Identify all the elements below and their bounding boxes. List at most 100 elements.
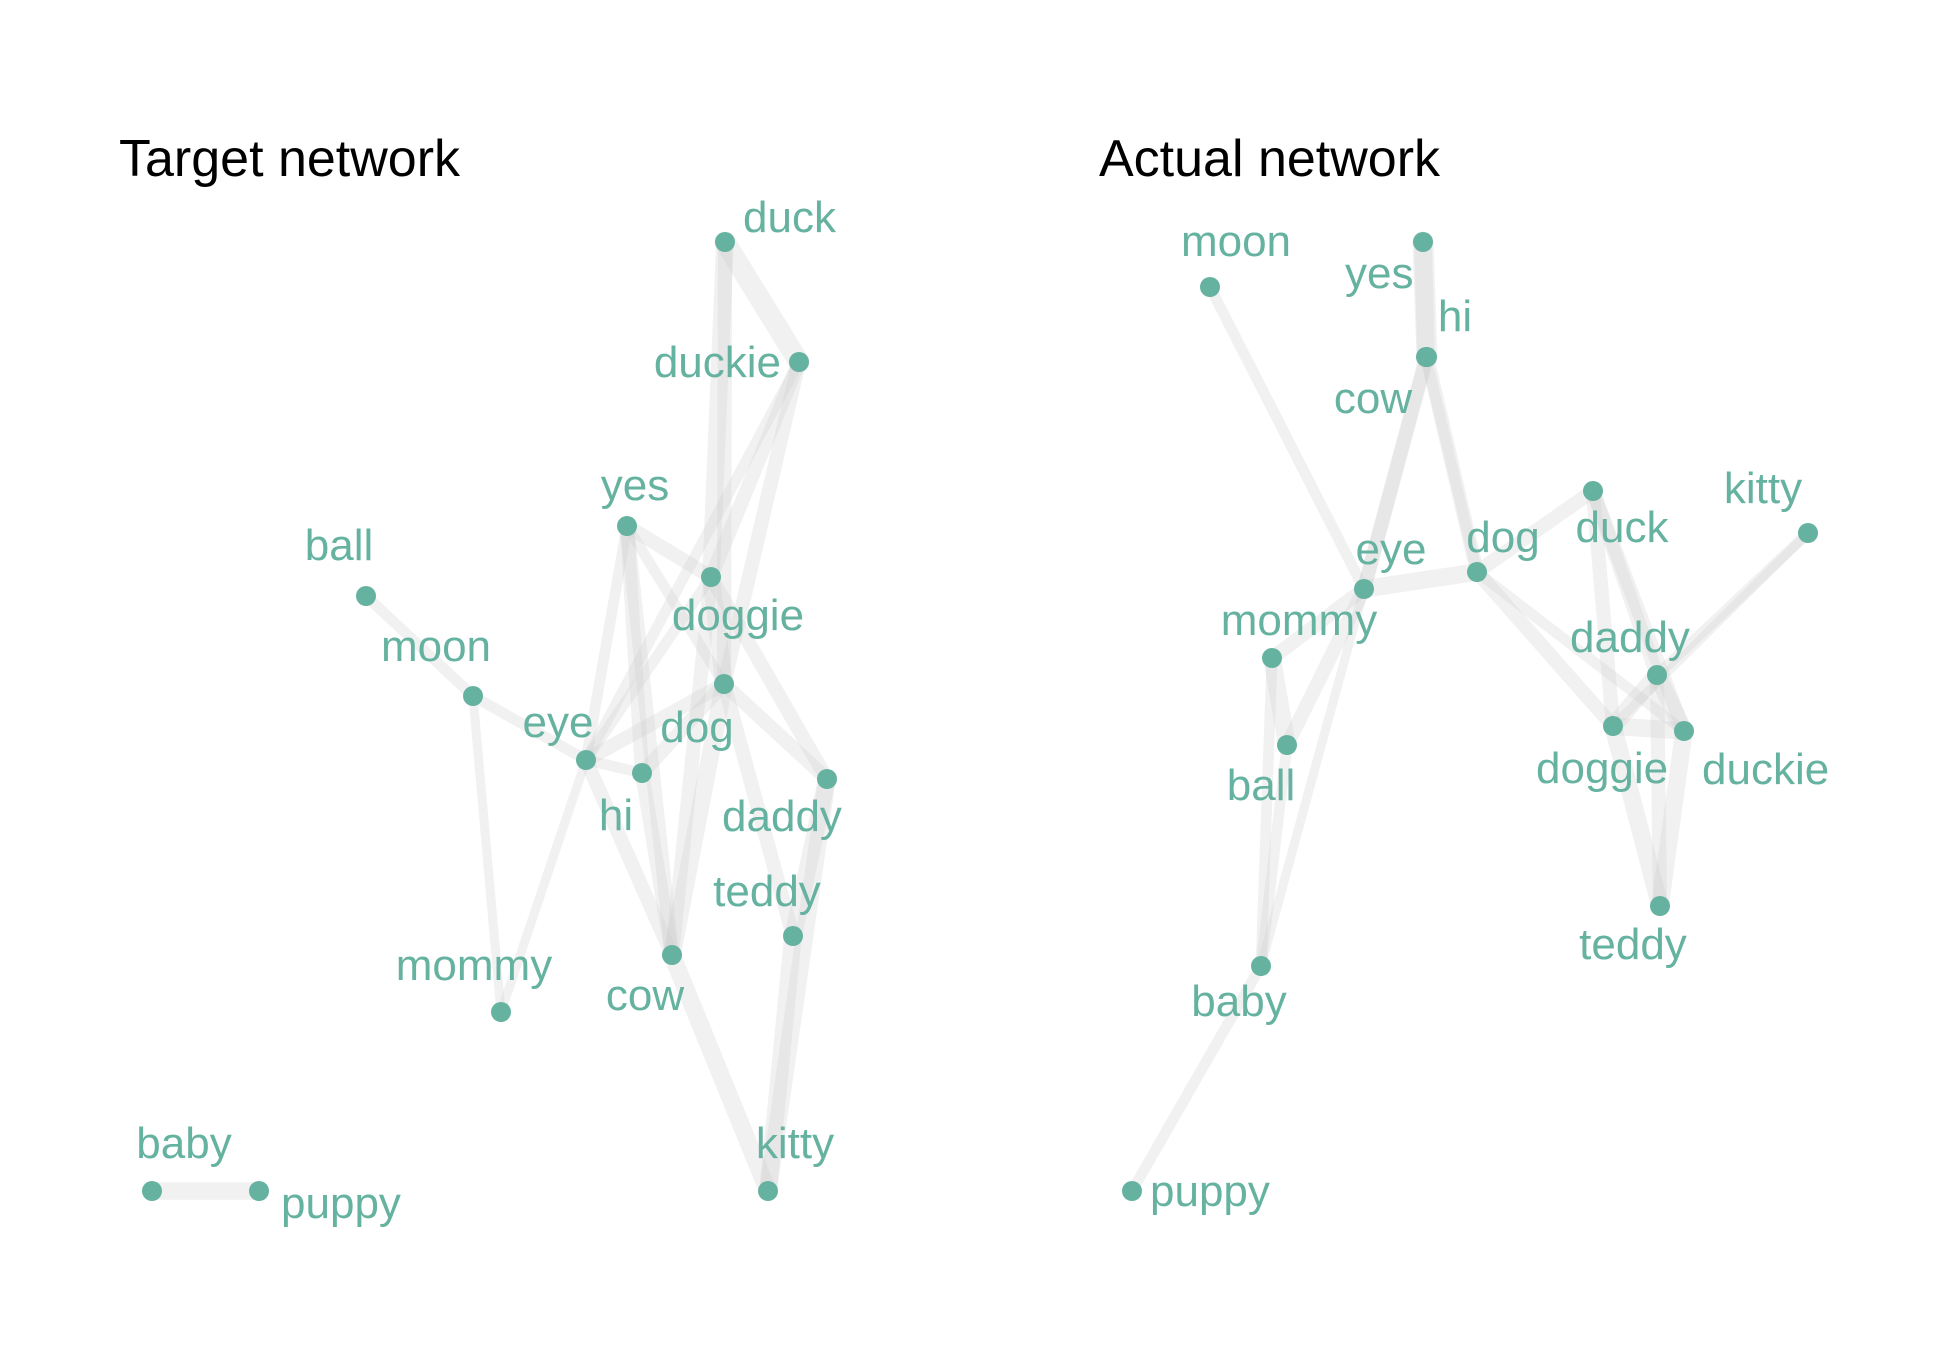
actual-node-dot-daddy <box>1647 665 1667 685</box>
actual-node-dot-yes <box>1413 232 1433 252</box>
target-node-dot-yes <box>617 516 637 536</box>
target-node-duck: duck <box>715 193 837 252</box>
actual-node-label-yes: yes <box>1345 249 1413 298</box>
actual-edge-yes-cow <box>1414 233 1435 366</box>
target-node-dot-puppy <box>249 1181 269 1201</box>
actual-edge-dog-duckie <box>1471 566 1690 737</box>
actual-node-dog: dog <box>1466 513 1540 582</box>
actual-node-daddy: daddy <box>1570 613 1690 685</box>
actual-edge-eye-mommy <box>1264 581 1372 666</box>
target-node-dot-moon <box>463 686 483 706</box>
target-node-hi: hi <box>599 763 652 840</box>
actual-edge-cow-eye <box>1356 349 1434 597</box>
actual-node-label-duck: duck <box>1576 503 1670 552</box>
actual-node-doggie: doggie <box>1536 716 1668 793</box>
target-edge-daddy-teddy <box>784 770 836 945</box>
target-node-dot-doggie <box>701 567 721 587</box>
actual-node-label-baby: baby <box>1191 977 1286 1026</box>
actual-node-dot-teddy <box>1650 896 1670 916</box>
target-edge-duck-duckie <box>714 231 810 373</box>
target-node-label-daddy: daddy <box>722 792 842 841</box>
target-node-dot-eye <box>576 750 596 770</box>
actual-node-label-duckie: duckie <box>1702 745 1829 794</box>
actual-edges <box>1126 231 1814 1197</box>
target-node-label-baby: baby <box>136 1119 231 1168</box>
actual-node-label-hi: hi <box>1438 292 1472 341</box>
target-edge-doggie-eye <box>580 571 717 766</box>
target-node-doggie: doggie <box>672 567 804 640</box>
target-node-dot-ball <box>356 586 376 606</box>
target-node-teddy: teddy <box>713 867 821 946</box>
actual-node-dot-dog <box>1467 562 1487 582</box>
target-edge-dog-hi <box>634 676 732 781</box>
target-edge-duck-dog <box>716 234 733 692</box>
actual-node-label-kitty: kitty <box>1724 464 1802 513</box>
actual-node-label-daddy: daddy <box>1570 613 1690 662</box>
target-node-puppy: puppy <box>249 1179 401 1228</box>
target-node-kitty: kitty <box>756 1119 834 1201</box>
actual-edge-baby-puppy <box>1126 960 1267 1197</box>
actual-edge-cow-dog <box>1420 351 1483 578</box>
target-edge-dog-daddy <box>716 676 835 787</box>
actual-edge-hi-eye <box>1356 349 1435 597</box>
target-edge-hi-cow <box>634 765 680 963</box>
actual-node-kitty: kitty <box>1724 464 1818 543</box>
actual-node-label-dog: dog <box>1466 513 1539 562</box>
actual-edge-dog-duck <box>1469 483 1601 580</box>
target-node-label-duck: duck <box>743 193 837 242</box>
actual-edge-daddy-teddy <box>1649 667 1668 914</box>
actual-edge-yes-hi <box>1412 231 1438 368</box>
actual-edge-dog-doggie <box>1469 564 1621 734</box>
actual-edge-eye-ball <box>1279 581 1372 753</box>
actual-edge-kitty-doggie <box>1608 528 1813 731</box>
actual-node-puppy: puppy <box>1122 1167 1270 1216</box>
target-edge-duckie-eye <box>580 356 805 766</box>
target-node-dot-teddy <box>783 926 803 946</box>
actual-node-label-eye: eye <box>1356 525 1427 574</box>
target-node-label-cow: cow <box>606 971 684 1020</box>
target-edge-mommy-eye <box>496 755 591 1017</box>
actual-node-ball: ball <box>1227 735 1297 810</box>
actual-node-dot-duck <box>1583 481 1603 501</box>
target-node-yes: yes <box>601 461 669 536</box>
actual-node-dot-kitty <box>1798 523 1818 543</box>
actual-edge-doggie-duckie <box>1604 717 1693 740</box>
actual-edge-kitty-daddy <box>1651 527 1814 681</box>
target-edge-daddy-kitty <box>759 770 836 1200</box>
actual-node-mommy: mommy <box>1221 596 1377 668</box>
target-node-dot-dog <box>714 674 734 694</box>
target-node-daddy: daddy <box>722 769 842 841</box>
target-edge-teddy-kitty <box>759 927 802 1200</box>
target-edge-duckie-doggie <box>703 354 807 585</box>
actual-node-dot-mommy <box>1262 648 1282 668</box>
actual-edge-daddy-doggie <box>1604 666 1666 735</box>
actual-node-label-ball: ball <box>1227 761 1296 810</box>
target-node-label-teddy: teddy <box>713 867 821 916</box>
target-edges <box>143 231 836 1200</box>
actual-node-duckie: duckie <box>1674 721 1829 794</box>
target-node-label-dog: dog <box>660 703 733 752</box>
actual-node-dot-duckie <box>1674 721 1694 741</box>
target-node-label-puppy: puppy <box>281 1179 401 1228</box>
actual-edge-daddy-duckie <box>1648 666 1693 740</box>
target-node-dog: dog <box>660 674 734 752</box>
target-node-label-eye: eye <box>523 698 594 747</box>
actual-edge-duck-doggie <box>1585 483 1621 734</box>
target-edge-dog-eye <box>578 676 732 768</box>
target-edge-yes-doggie <box>619 518 719 585</box>
actual-node-cow: cow <box>1334 347 1436 423</box>
actual-node-label-doggie: doggie <box>1536 744 1668 793</box>
actual-node-dot-cow <box>1416 347 1436 367</box>
actual-node-dot-moon <box>1200 277 1220 297</box>
target-node-label-mommy: mommy <box>396 941 552 990</box>
target-edge-doggie-cow <box>664 569 719 963</box>
actual-edge-duckie-teddy <box>1651 722 1693 915</box>
target-node-dot-cow <box>662 945 682 965</box>
target-edge-cow-kitty <box>663 946 777 1200</box>
actual-node-dot-baby <box>1251 956 1271 976</box>
actual-edge-eye-dog <box>1355 563 1486 598</box>
